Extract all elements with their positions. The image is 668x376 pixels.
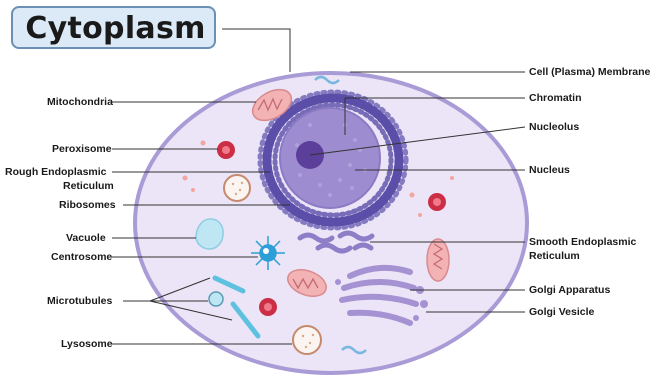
label-microtubules: Microtubules <box>47 295 112 308</box>
microtubule-cross-section <box>209 292 223 306</box>
label-smooth-er-line2: Reticulum <box>529 250 580 263</box>
nucleus <box>280 108 380 208</box>
label-vacuole: Vacuole <box>66 232 106 245</box>
label-centrosome: Centrosome <box>51 251 112 264</box>
label-ribosomes: Ribosomes <box>59 199 116 212</box>
mitochondrion-right <box>427 239 449 281</box>
centrosome <box>251 236 285 270</box>
label-nucleolus: Nucleolus <box>529 121 579 134</box>
label-smooth-er-line1: Smooth Endoplasmic <box>529 236 636 249</box>
page-title: Cytoplasm <box>13 8 218 51</box>
label-chromatin: Chromatin <box>529 92 582 105</box>
label-golgi-apparatus: Golgi Apparatus <box>529 284 610 297</box>
label-rough-er-line2: Reticulum <box>63 180 114 193</box>
label-cell-membrane: Cell (Plasma) Membrane <box>529 66 650 79</box>
label-mitochondria: Mitochondria <box>47 96 113 109</box>
vacuole <box>196 219 223 249</box>
label-lysosome: Lysosome <box>61 338 113 351</box>
lysosome-bottom <box>293 326 321 354</box>
title-box: Cytoplasm <box>11 6 216 49</box>
lysosome-top <box>224 175 250 201</box>
label-rough-er-line1: Rough Endoplasmic <box>5 166 107 179</box>
label-nucleus: Nucleus <box>529 164 570 177</box>
label-golgi-vesicle: Golgi Vesicle <box>529 306 594 319</box>
label-peroxisome: Peroxisome <box>52 143 112 156</box>
